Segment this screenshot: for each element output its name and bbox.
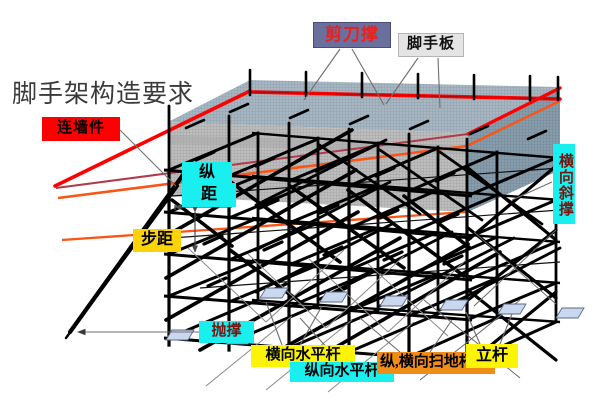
label-lianqiangjian[interactable]: 连墙件 [42, 117, 120, 141]
label-hengxiang-shuipinggan[interactable]: 横向水平杆 [251, 345, 355, 367]
label-paocheng[interactable]: 抛撑 [199, 321, 254, 343]
label-buju[interactable]: 步距 [133, 229, 181, 252]
label-zongxiang-shuipinggan[interactable]: 纵向水平杆 [290, 362, 394, 382]
label-ligan[interactable]: 立杆 [466, 344, 518, 368]
page-title: 脚手架构造要求 [12, 81, 195, 108]
label-zong[interactable]: 纵 [182, 162, 232, 184]
label-hengxiang-xiecheng[interactable]: 横向斜撑 [553, 144, 575, 224]
label-ju[interactable]: 距 [182, 183, 236, 207]
label-saodigan[interactable]: 纵,横向扫地杆 [377, 352, 495, 374]
label-jiaoshouban[interactable]: 脚手板 [398, 33, 464, 57]
label-jiandaocheng[interactable]: 剪刀撑 [313, 22, 391, 48]
